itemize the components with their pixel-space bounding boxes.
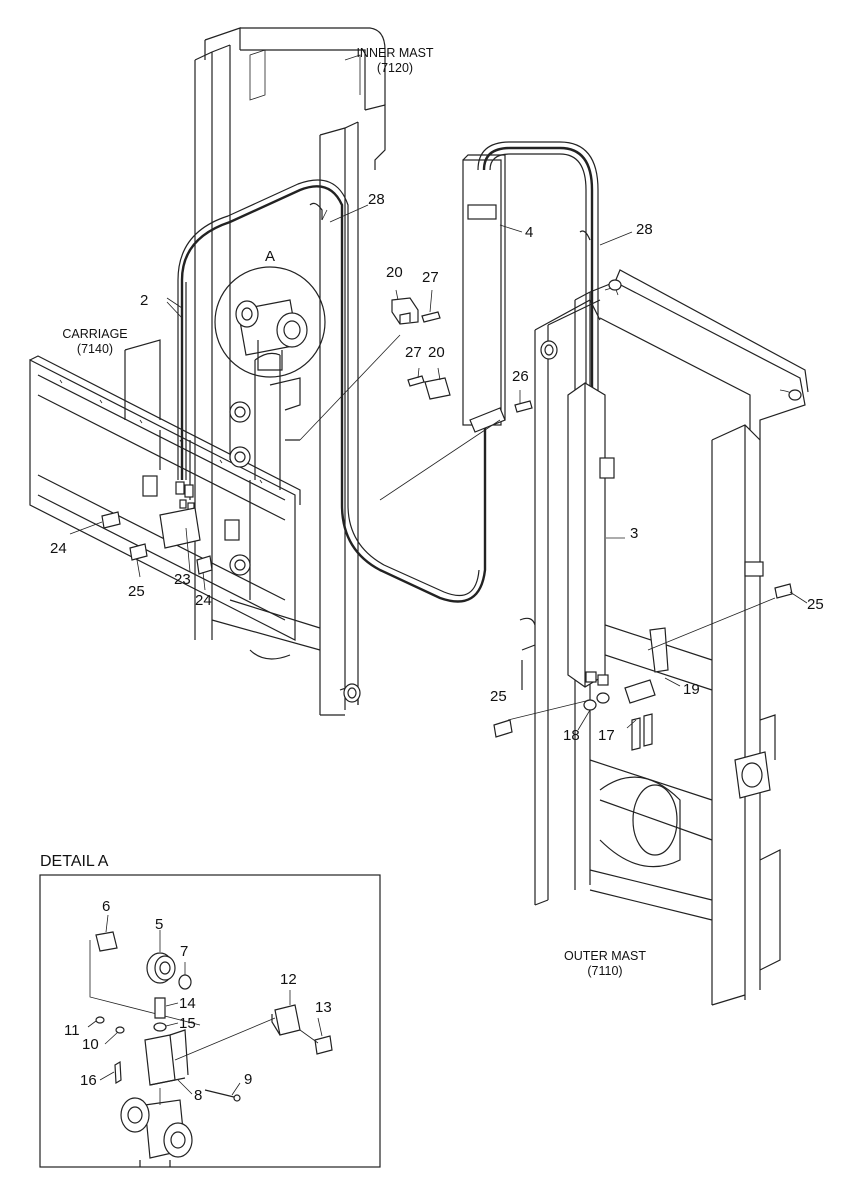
- inner-mast-code: (7120): [376, 61, 414, 75]
- hardware: [101, 297, 793, 751]
- callout-a: [214, 266, 326, 378]
- outer-mast-title: OUTER MAST: [564, 949, 646, 963]
- hose-2: [175, 179, 487, 603]
- part-label: 17: [598, 727, 615, 744]
- carriage: [29, 339, 301, 641]
- detail-part-label: 14: [179, 995, 196, 1012]
- carriage-code: (7140): [76, 342, 114, 356]
- part-label: 20: [386, 264, 403, 281]
- part-label: 23: [174, 571, 191, 588]
- detail-part-label: 15: [179, 1015, 196, 1032]
- detail-part-label: 11: [64, 1022, 80, 1039]
- detail-part-label: 6: [102, 898, 111, 915]
- part-label: 28: [636, 221, 653, 238]
- detail-part-label: 7: [180, 943, 189, 960]
- part-label: 4: [525, 224, 534, 241]
- inner-mast-title: INNER MAST: [356, 46, 434, 60]
- carriage-title: CARRIAGE: [62, 327, 128, 341]
- part-label: 25: [807, 596, 824, 613]
- part-label: 27: [422, 269, 439, 286]
- detail-part-label: 13: [315, 999, 332, 1016]
- part-label: 24: [195, 592, 212, 609]
- detail-part-label: 5: [155, 916, 164, 933]
- hose-4: [462, 141, 599, 680]
- detail-part-label: 12: [280, 971, 297, 988]
- part-label: 28: [368, 191, 385, 208]
- detail-part-label: 16: [80, 1072, 97, 1089]
- part-label: 3: [630, 525, 639, 542]
- part-label: 19: [683, 681, 700, 698]
- part-label: 27: [405, 344, 422, 361]
- hose-3-guard: [567, 382, 615, 688]
- outer-mast-code: (7110): [587, 964, 623, 978]
- part-label: 25: [128, 583, 145, 600]
- callout-a-label: A: [265, 248, 276, 265]
- detail-part-label: 10: [82, 1036, 99, 1053]
- detail-a-view: [39, 874, 381, 1168]
- part-label: 24: [50, 540, 67, 557]
- detail-part-label: 8: [194, 1087, 203, 1104]
- inner-mast-caption: INNER MAST (7120): [340, 46, 450, 76]
- part-label: 26: [512, 368, 529, 385]
- detail-a-title: DETAIL A: [40, 853, 109, 870]
- outer-mast-caption: OUTER MAST (7110): [550, 949, 660, 979]
- part-label: 18: [563, 727, 580, 744]
- detail-part-label: 9: [244, 1071, 253, 1088]
- leader-lines: [69, 204, 808, 731]
- part-label: 25: [490, 688, 507, 705]
- carriage-caption: CARRIAGE (7140): [45, 327, 145, 357]
- part-label: 20: [428, 344, 445, 361]
- part-label: 2: [140, 292, 149, 309]
- inner-mast: [194, 27, 386, 716]
